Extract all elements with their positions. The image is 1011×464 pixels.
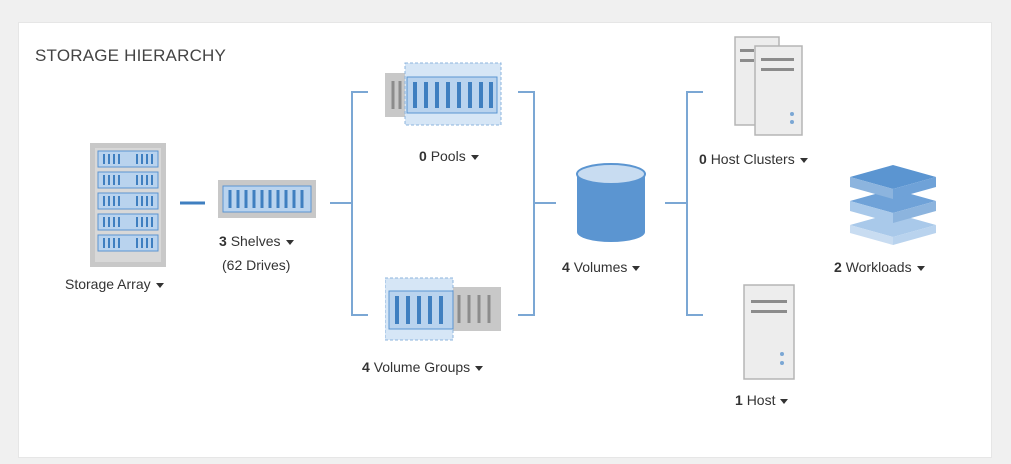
caret-down-icon [916, 265, 925, 271]
caret-down-icon [799, 157, 808, 163]
caret-down-icon [285, 239, 294, 245]
caret-down-icon [155, 282, 164, 288]
caret-down-icon [632, 265, 641, 271]
storage-array-icon[interactable] [90, 143, 166, 267]
hosts-dropdown[interactable]: 1 Host [735, 392, 789, 408]
volume-groups-dropdown[interactable]: 4 Volume Groups [362, 359, 484, 375]
pool-icon[interactable] [385, 61, 502, 127]
workloads-dropdown[interactable]: 2 Workloads [834, 259, 925, 275]
caret-down-icon [780, 398, 789, 404]
volume-cylinder-icon[interactable] [575, 162, 647, 244]
host-icon[interactable] [743, 284, 795, 380]
caret-down-icon [470, 154, 479, 160]
shelves-dropdown[interactable]: 3 Shelves [219, 233, 294, 249]
storage-array-dropdown[interactable]: Storage Array [65, 276, 164, 292]
shelves-drive-count: (62 Drives) [222, 257, 291, 273]
host-clusters-dropdown[interactable]: 0 Host Clusters [699, 151, 808, 167]
volume-group-icon[interactable] [385, 277, 502, 343]
panel-title: STORAGE HIERARCHY [35, 46, 227, 65]
caret-down-icon [475, 365, 484, 371]
shelf-icon[interactable] [218, 180, 316, 218]
storage-hierarchy-panel [19, 23, 991, 457]
pools-dropdown[interactable]: 0 Pools [419, 148, 479, 164]
volumes-dropdown[interactable]: 4 Volumes [562, 259, 641, 275]
workloads-stack-icon[interactable] [848, 163, 938, 247]
host-cluster-icon[interactable] [734, 36, 804, 136]
